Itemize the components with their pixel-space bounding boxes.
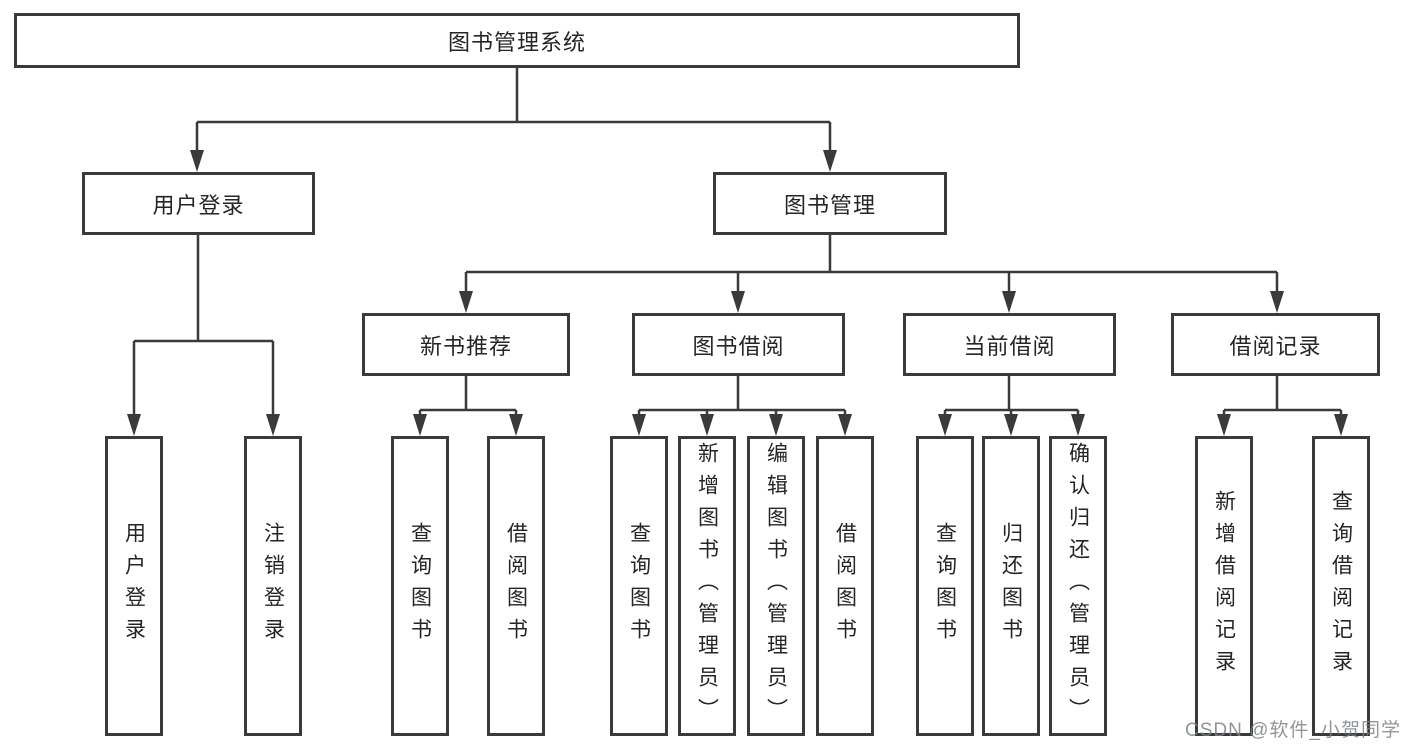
leaf-confirm-return-admin-label: 确认归还（管理员） bbox=[1066, 442, 1090, 730]
leaf-borrow-books-label: 借阅图书 bbox=[833, 522, 857, 650]
node-new-book-recommend: 新书推荐 bbox=[362, 313, 570, 376]
leaf-recommend-borrow-books: 借阅图书 bbox=[487, 436, 545, 736]
leaf-add-books-admin: 新增图书（管理员） bbox=[678, 436, 736, 736]
leaf-borrow-query-books-label: 查询图书 bbox=[627, 522, 651, 650]
leaf-query-borrow-record: 查询借阅记录 bbox=[1312, 436, 1370, 736]
leaf-confirm-return-admin: 确认归还（管理员） bbox=[1049, 436, 1107, 736]
node-root-label: 图书管理系统 bbox=[447, 29, 586, 55]
leaf-add-books-admin-label: 新增图书（管理员） bbox=[695, 442, 719, 730]
node-current-borrow-label: 当前借阅 bbox=[963, 333, 1056, 359]
arrowheads bbox=[127, 150, 1348, 436]
node-book-borrow: 图书借阅 bbox=[632, 313, 845, 376]
leaf-user-login-label: 用户登录 bbox=[122, 522, 146, 650]
node-new-book-recommend-label: 新书推荐 bbox=[419, 333, 512, 359]
leaf-borrow-books: 借阅图书 bbox=[816, 436, 874, 736]
node-borrow-records: 借阅记录 bbox=[1171, 313, 1380, 376]
node-current-borrow: 当前借阅 bbox=[903, 313, 1116, 376]
leaf-logout: 注销登录 bbox=[244, 436, 302, 736]
node-user-login: 用户登录 bbox=[82, 172, 315, 235]
node-book-management-label: 图书管理 bbox=[783, 192, 876, 218]
node-book-borrow-label: 图书借阅 bbox=[692, 333, 785, 359]
leaf-borrow-query-books: 查询图书 bbox=[610, 436, 668, 736]
leaf-query-borrow-record-label: 查询借阅记录 bbox=[1329, 490, 1353, 682]
leaf-recommend-query-books-label: 查询图书 bbox=[408, 522, 432, 650]
leaf-return-books-label: 归还图书 bbox=[999, 522, 1023, 650]
leaf-return-books: 归还图书 bbox=[982, 436, 1040, 736]
leaf-edit-books-admin-label: 编辑图书（管理员） bbox=[764, 442, 788, 730]
leaf-edit-books-admin: 编辑图书（管理员） bbox=[747, 436, 805, 736]
leaf-logout-label: 注销登录 bbox=[261, 522, 285, 650]
node-root-system: 图书管理系统 bbox=[14, 13, 1020, 68]
node-borrow-records-label: 借阅记录 bbox=[1229, 333, 1322, 359]
leaf-add-borrow-record: 新增借阅记录 bbox=[1195, 436, 1253, 736]
leaf-current-query-books-label: 查询图书 bbox=[933, 522, 957, 650]
node-book-management: 图书管理 bbox=[713, 172, 947, 235]
node-user-login-label: 用户登录 bbox=[152, 192, 245, 218]
watermark: CSDN @软件_小贺同学 bbox=[1185, 720, 1401, 741]
leaf-user-login: 用户登录 bbox=[105, 436, 163, 736]
leaf-recommend-borrow-books-label: 借阅图书 bbox=[504, 522, 528, 650]
leaf-recommend-query-books: 查询图书 bbox=[391, 436, 449, 736]
leaf-add-borrow-record-label: 新增借阅记录 bbox=[1212, 490, 1236, 682]
leaf-current-query-books: 查询图书 bbox=[916, 436, 974, 736]
